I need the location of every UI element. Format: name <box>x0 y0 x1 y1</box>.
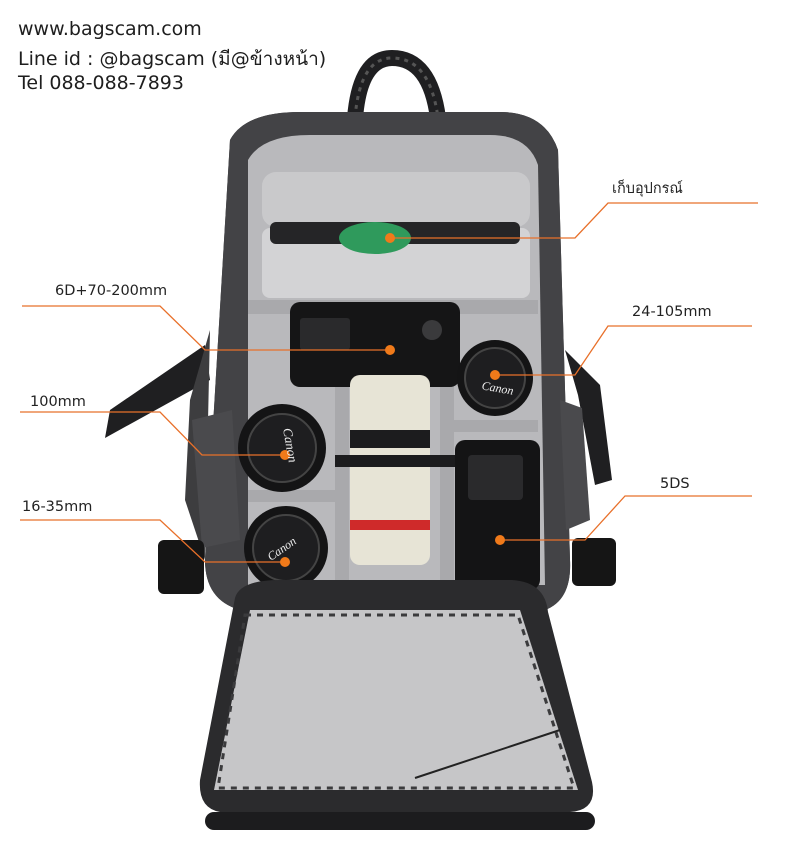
line-id-text: Line id : @bagscam (มี@ข้างหน้า) <box>18 48 327 70</box>
callout-dot-24-105 <box>490 370 500 380</box>
100mm-lens-cap <box>247 413 317 483</box>
5ds-screen <box>468 455 523 500</box>
callout-line-24-105 <box>495 325 752 376</box>
bag-base <box>205 812 595 830</box>
flap-zipper <box>414 729 561 779</box>
handle-stitching <box>353 56 440 119</box>
tel-text: Tel 088-088-7893 <box>18 72 184 94</box>
front-flap-lining <box>214 610 578 790</box>
callout-dot-accessories <box>385 233 395 243</box>
callout-dot-100mm <box>280 450 290 460</box>
callout-label-16-35: 16-35mm <box>22 499 93 515</box>
green-blower-ball <box>339 222 411 254</box>
right-side-strap <box>565 350 612 485</box>
100mm-cap-brand: Canon <box>280 427 301 464</box>
left-side-strap <box>105 345 210 438</box>
flap-zip-track <box>216 613 577 790</box>
left-buckle <box>158 540 204 594</box>
callout-label-100mm: 100mm <box>30 394 86 410</box>
right-side-pocket <box>560 400 590 530</box>
callout-dot-5ds <box>495 535 505 545</box>
callout-line-6d-70-200 <box>22 305 390 351</box>
top-lid-panel <box>262 172 530 227</box>
callout-line-5ds <box>500 495 752 541</box>
left-side-pocket <box>192 410 240 548</box>
lens-red-ring <box>350 520 430 530</box>
6d-lcd-panel <box>300 318 350 350</box>
divider-right-middle <box>454 420 538 432</box>
callout-label-5ds: 5DS <box>660 476 690 492</box>
top-handle <box>347 49 446 126</box>
callout-dots <box>280 233 505 567</box>
24-105mm-cap-brand: Canon <box>481 378 515 397</box>
right-buckle <box>572 538 616 586</box>
70-200mm-white-lens <box>350 375 430 565</box>
callout-label-24-105: 24-105mm <box>632 304 712 320</box>
callout-label-6d-70-200: 6D+70-200mm <box>55 283 168 299</box>
callout-line-16-35 <box>20 519 285 563</box>
callout-dot-6d-70-200 <box>385 345 395 355</box>
callout-lines <box>20 202 758 563</box>
6d-mode-dial <box>422 320 442 340</box>
accessory-pocket <box>262 228 530 298</box>
lens-strap-band-1 <box>350 430 430 448</box>
elastic-strap <box>335 455 455 467</box>
callout-line-accessories <box>390 202 758 239</box>
callout-line-100mm <box>20 411 285 456</box>
callout-dot-16-35 <box>280 557 290 567</box>
divider-left-middle <box>248 490 338 502</box>
callout-label-accessories: เก็บอุปกรณ์ <box>612 181 683 197</box>
website-text: www.bagscam.com <box>18 18 202 40</box>
